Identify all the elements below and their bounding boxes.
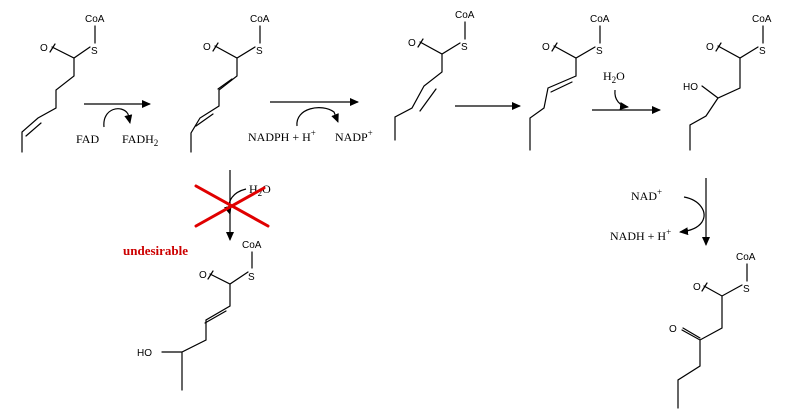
coa-label: CoA: [590, 14, 610, 25]
svg-text:FADH2: FADH2: [122, 132, 158, 148]
oxygen-label: O: [693, 282, 701, 293]
oxygen-label: O: [408, 38, 416, 49]
sulfur-label: S: [759, 46, 766, 57]
coa-label: CoA: [736, 252, 756, 263]
svg-text:NADH + H+: NADH + H+: [610, 227, 671, 243]
molecule-7: CoA S O HO: [137, 240, 262, 391]
molecule-2: CoA S O: [190, 14, 270, 153]
molecule-6: CoA S O O: [669, 252, 756, 409]
nadph-label: NADPH + H: [248, 130, 311, 144]
fadh2-label: FADH: [122, 132, 154, 146]
reaction-arrow-4: H2O: [592, 69, 661, 114]
oxygen-label: O: [40, 43, 48, 54]
red-cross-mark: [194, 184, 270, 228]
nadh-label: NADH + H: [610, 229, 666, 243]
coa-label: CoA: [250, 14, 270, 25]
water-label: H: [603, 69, 612, 83]
oxygen-label: O: [706, 42, 714, 53]
reaction-arrow-1: FAD FADH2: [76, 100, 158, 148]
nad-label: NAD: [631, 189, 657, 203]
coa-label: CoA: [752, 14, 772, 25]
sulfur-label: S: [91, 46, 98, 57]
hydroxyl-label: HO: [683, 82, 698, 93]
sulfur-label: S: [596, 46, 603, 57]
sulfur-label: S: [256, 46, 263, 57]
molecule-5: CoA S O HO: [683, 14, 772, 151]
coa-label: CoA: [455, 10, 475, 21]
svg-text:NADP+: NADP+: [335, 128, 373, 144]
molecule-3: CoA S O: [394, 10, 475, 141]
svg-text:NAD+: NAD+: [631, 187, 662, 203]
oxygen-label: O: [199, 270, 207, 281]
oxygen-label: O: [203, 42, 211, 53]
reaction-arrow-2: NADPH + H+ NADP+: [248, 98, 373, 144]
svg-text:H2O: H2O: [603, 69, 625, 85]
oxygen-label: O: [542, 42, 550, 53]
nadp-label: NADP: [335, 130, 368, 144]
molecule-4: CoA S O: [529, 14, 610, 151]
fad-label: FAD: [76, 132, 99, 146]
sulfur-label: S: [461, 42, 468, 53]
hydroxyl-label: HO: [137, 348, 152, 359]
sulfur-label: S: [248, 272, 255, 283]
sulfur-label: S: [743, 284, 750, 295]
coa-label: CoA: [242, 240, 262, 251]
svg-text:NADPH + H+: NADPH + H+: [248, 128, 316, 144]
water-label: H: [249, 182, 258, 196]
coa-label: CoA: [85, 14, 105, 25]
undesirable-label: undesirable: [123, 243, 188, 258]
blocked-side-reaction: H2O undesirable: [123, 170, 271, 258]
oxygen-label: O: [669, 324, 677, 335]
reaction-arrow-5: NAD+ NADH + H+: [610, 178, 710, 246]
svg-text:H2O: H2O: [249, 182, 271, 198]
molecule-1: CoA S O: [21, 14, 105, 153]
